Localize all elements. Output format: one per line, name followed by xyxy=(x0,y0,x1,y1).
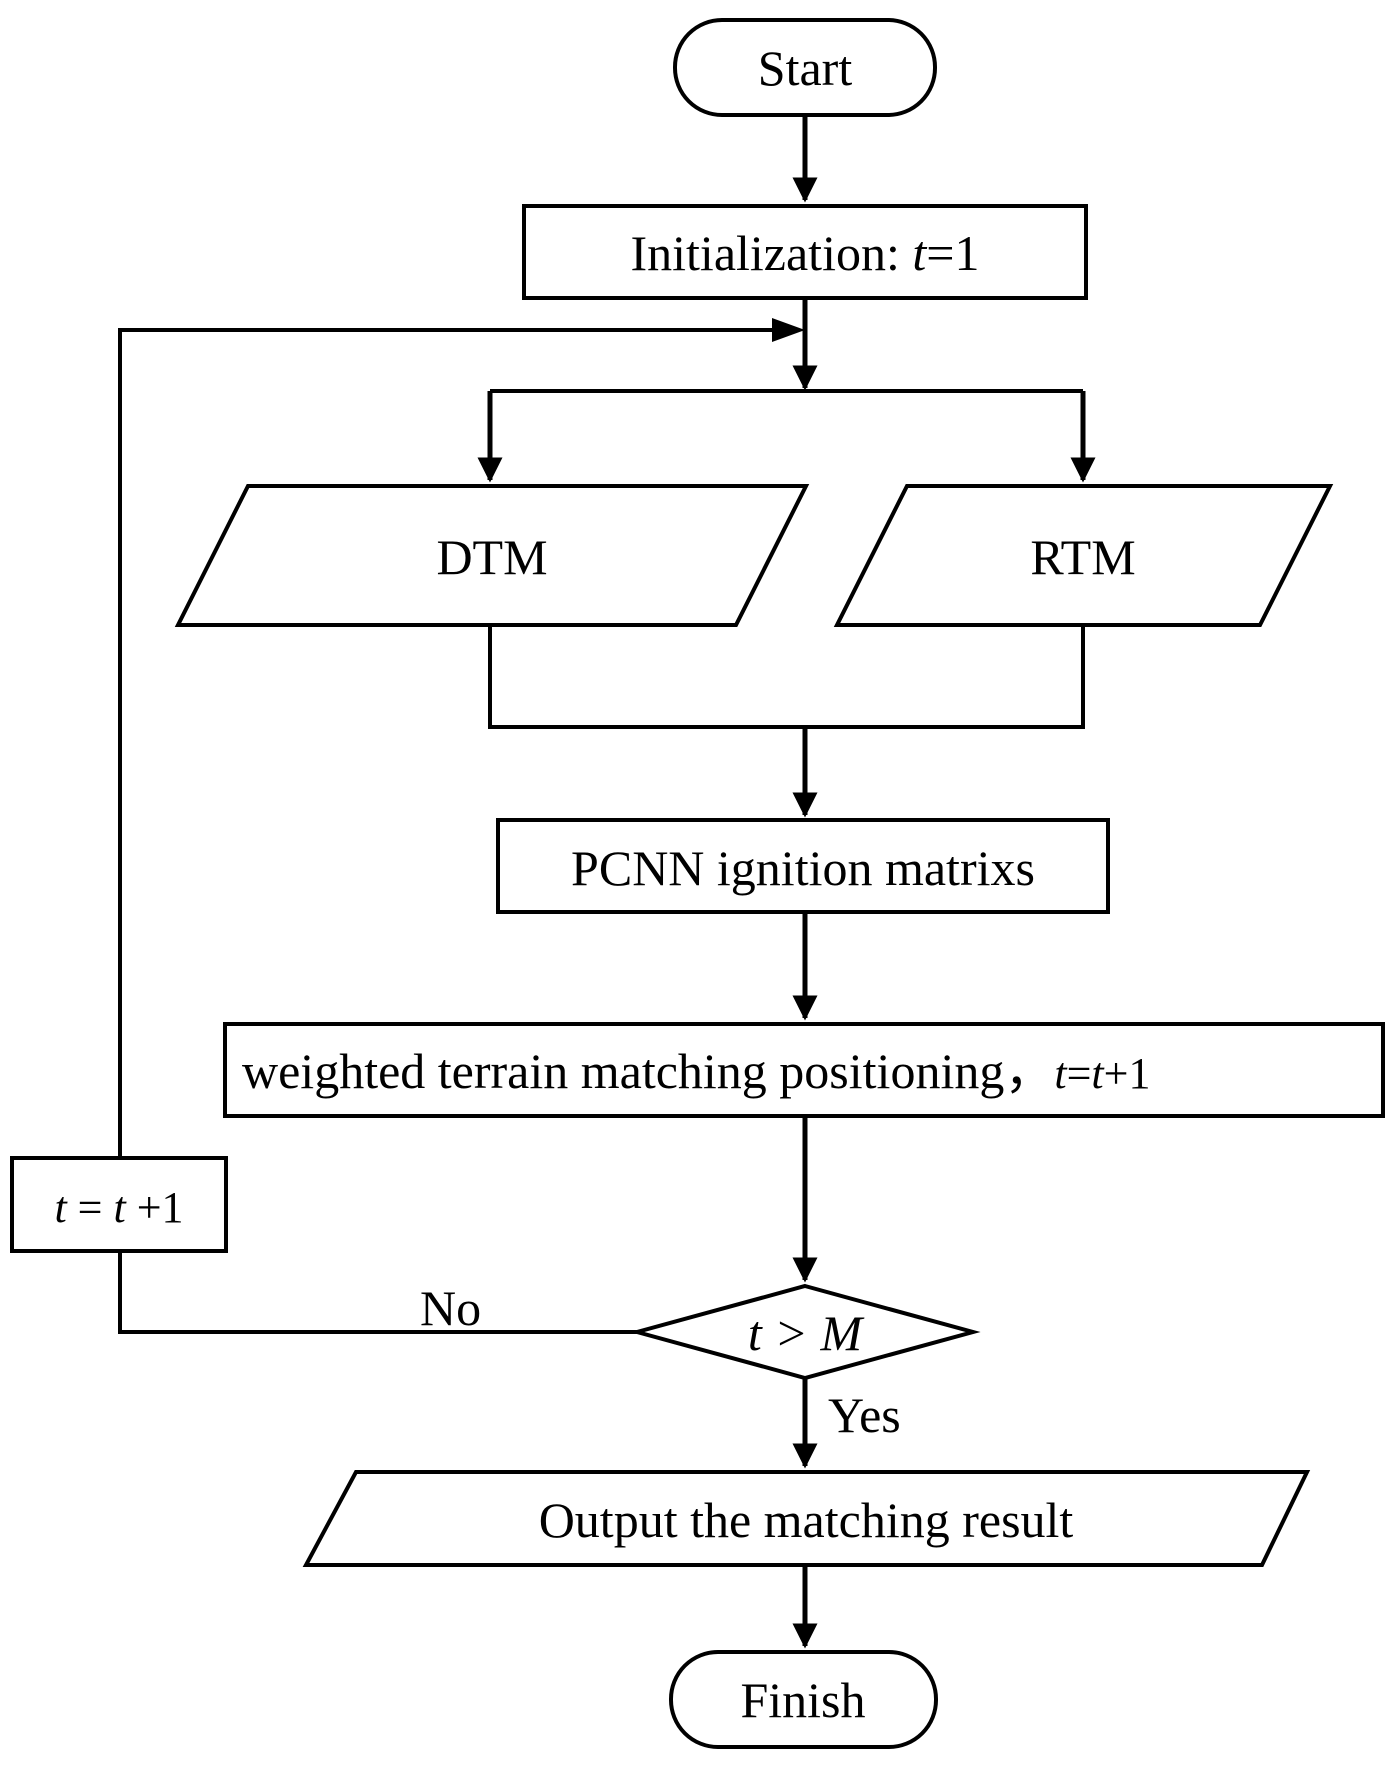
rtm-node: RTM xyxy=(833,484,1334,627)
decision-node: t > M xyxy=(629,1283,981,1381)
output-label: Output the matching result xyxy=(539,1492,1074,1548)
loop-update-node: t = t +1 xyxy=(10,1156,228,1253)
wtm-node: weighted terrain matching positioning，t=… xyxy=(223,1022,1385,1118)
yes-label: Yes xyxy=(828,1387,901,1443)
pcnn-label: PCNN ignition matrixs xyxy=(571,840,1035,896)
start-node: Start xyxy=(673,18,937,117)
start-label: Start xyxy=(758,40,853,96)
pcnn-node: PCNN ignition matrixs xyxy=(496,818,1110,914)
output-node: Output the matching result xyxy=(302,1470,1311,1567)
loop-update-label: t = t +1 xyxy=(54,1183,183,1232)
rtm-label: RTM xyxy=(1030,529,1135,585)
wtm-label: weighted terrain matching positioning，t=… xyxy=(242,1043,1150,1099)
decision-label: t > M xyxy=(748,1305,865,1361)
merge-arrowhead xyxy=(772,318,805,342)
dtm-node: DTM xyxy=(174,484,810,627)
no-label: No xyxy=(420,1280,481,1336)
dtm-label: DTM xyxy=(436,529,547,585)
merge-line xyxy=(488,625,1085,729)
init-label: Initialization: t=1 xyxy=(631,225,980,281)
finish-label: Finish xyxy=(740,1672,865,1728)
edge-loop-back xyxy=(118,328,772,1158)
finish-node: Finish xyxy=(669,1650,938,1749)
init-node: Initialization: t=1 xyxy=(522,204,1088,300)
